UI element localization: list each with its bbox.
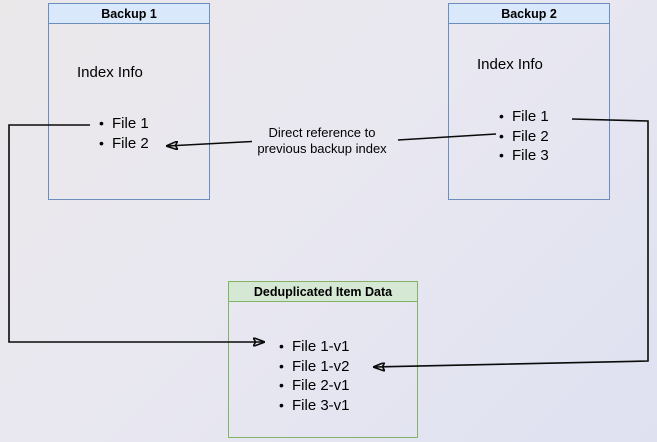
direct-reference-label: Direct reference to previous backup inde… (257, 125, 386, 157)
dedup-file-list: File 1-v1 File 1-v2 File 2-v1 File 3-v1 (279, 337, 350, 415)
dedup-node: Deduplicated Item Data File 1-v1 File 1-… (228, 281, 418, 438)
backup1-node: Backup 1 Index Info File 1 File 2 (48, 3, 210, 200)
backup2-header: Backup 2 (449, 4, 609, 24)
dedup-header: Deduplicated Item Data (229, 282, 417, 302)
direct-reference-label-line1: Direct reference to (268, 125, 376, 140)
list-item-file3-v1: File 3-v1 (279, 396, 350, 416)
backup2-node: Backup 2 Index Info File 1 File 2 File 3 (448, 3, 610, 200)
list-item-file2-v1: File 2-v1 (279, 376, 350, 396)
list-item-file1-v2: File 1-v2 (279, 357, 350, 377)
list-item-file2: File 2 (499, 127, 549, 147)
backup2-title: Backup 2 (501, 6, 557, 21)
backup1-index-info-label: Index Info (77, 64, 143, 81)
backup1-file-list: File 1 File 2 (99, 114, 149, 153)
backup1-header: Backup 1 (49, 4, 209, 24)
list-item-file1: File 1 (99, 114, 149, 134)
list-item-file2: File 2 (99, 134, 149, 154)
list-item-file1-v1: File 1-v1 (279, 337, 350, 357)
dedup-title: Deduplicated Item Data (253, 284, 393, 299)
backup1-title: Backup 1 (101, 6, 157, 21)
backup2-file-list: File 1 File 2 File 3 (499, 107, 549, 166)
list-item-file1: File 1 (499, 107, 549, 127)
direct-reference-label-line2: previous backup index (257, 141, 387, 156)
list-item-file3: File 3 (499, 146, 549, 166)
backup2-index-info-label: Index Info (477, 56, 543, 73)
